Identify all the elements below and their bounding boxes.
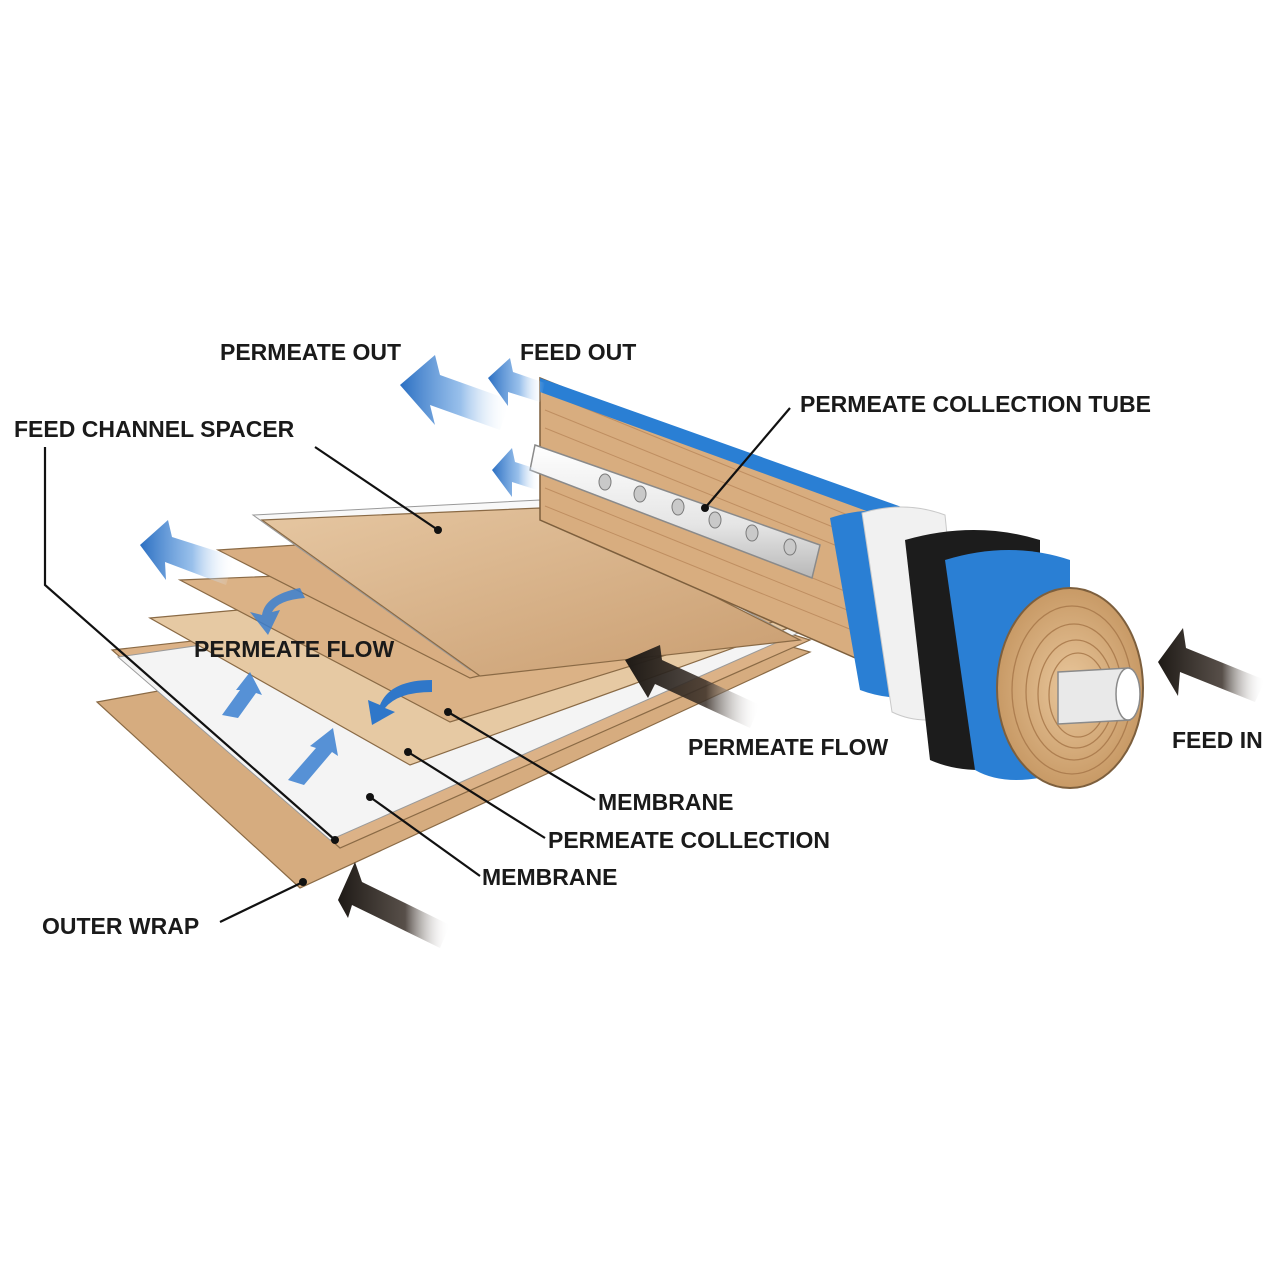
cylinder-top-edge xyxy=(540,378,910,525)
leader-membrane-upper xyxy=(447,711,596,801)
top-membrane-sheet xyxy=(260,507,803,677)
leader-membrane-lower xyxy=(369,796,481,877)
leader-collection-tube xyxy=(704,407,791,509)
leader-outer-wrap xyxy=(219,881,304,923)
permeate-flow-arrows xyxy=(140,355,545,785)
label-permeate-flow-left: PERMEATE FLOW xyxy=(194,636,394,662)
label-permeate-flow-center: PERMEATE FLOW xyxy=(688,734,888,760)
center-tube-opening xyxy=(1115,667,1141,721)
feed-out-arrow xyxy=(488,358,545,406)
leader-lines xyxy=(43,407,791,923)
label-outer-wrap: OUTER WRAP xyxy=(42,913,199,939)
up-flow-arrow-2 xyxy=(288,728,338,785)
label-permeate-out: PERMEATE OUT xyxy=(220,339,401,365)
label-feed-out: FEED OUT xyxy=(520,339,636,365)
label-permeate-collection: PERMEATE COLLECTION xyxy=(548,827,830,853)
leaf-permeate-out-arrow xyxy=(140,520,235,585)
label-membrane-lower: MEMBRANE xyxy=(482,864,617,890)
permeate-out-arrow xyxy=(400,355,510,430)
feed-arrows xyxy=(338,628,1265,948)
up-flow-arrow-1 xyxy=(222,672,262,718)
curved-flow-arrow-2 xyxy=(368,680,432,725)
feed-out-arrow-lower xyxy=(492,448,540,497)
membrane-cylinder xyxy=(529,376,1144,789)
leader-permeate-collection xyxy=(407,751,546,839)
outer-feed-arrow xyxy=(338,862,450,948)
curved-flow-arrow-1 xyxy=(250,588,305,635)
label-membrane-upper: MEMBRANE xyxy=(598,789,733,815)
label-permeate-collection-tube: PERMEATE COLLECTION TUBE xyxy=(800,391,1151,417)
label-feed-channel-spacer: FEED CHANNEL SPACER xyxy=(14,416,295,442)
labels: PERMEATE OUT FEED OUT PERMEATE COLLECTIO… xyxy=(14,339,1263,939)
feed-in-arrow xyxy=(1158,628,1265,702)
permeate-flow-dark-arrow xyxy=(625,645,760,728)
leader-long-left xyxy=(43,447,336,841)
leader-feed-spacer xyxy=(314,446,439,531)
label-feed-in: FEED IN xyxy=(1172,727,1263,753)
